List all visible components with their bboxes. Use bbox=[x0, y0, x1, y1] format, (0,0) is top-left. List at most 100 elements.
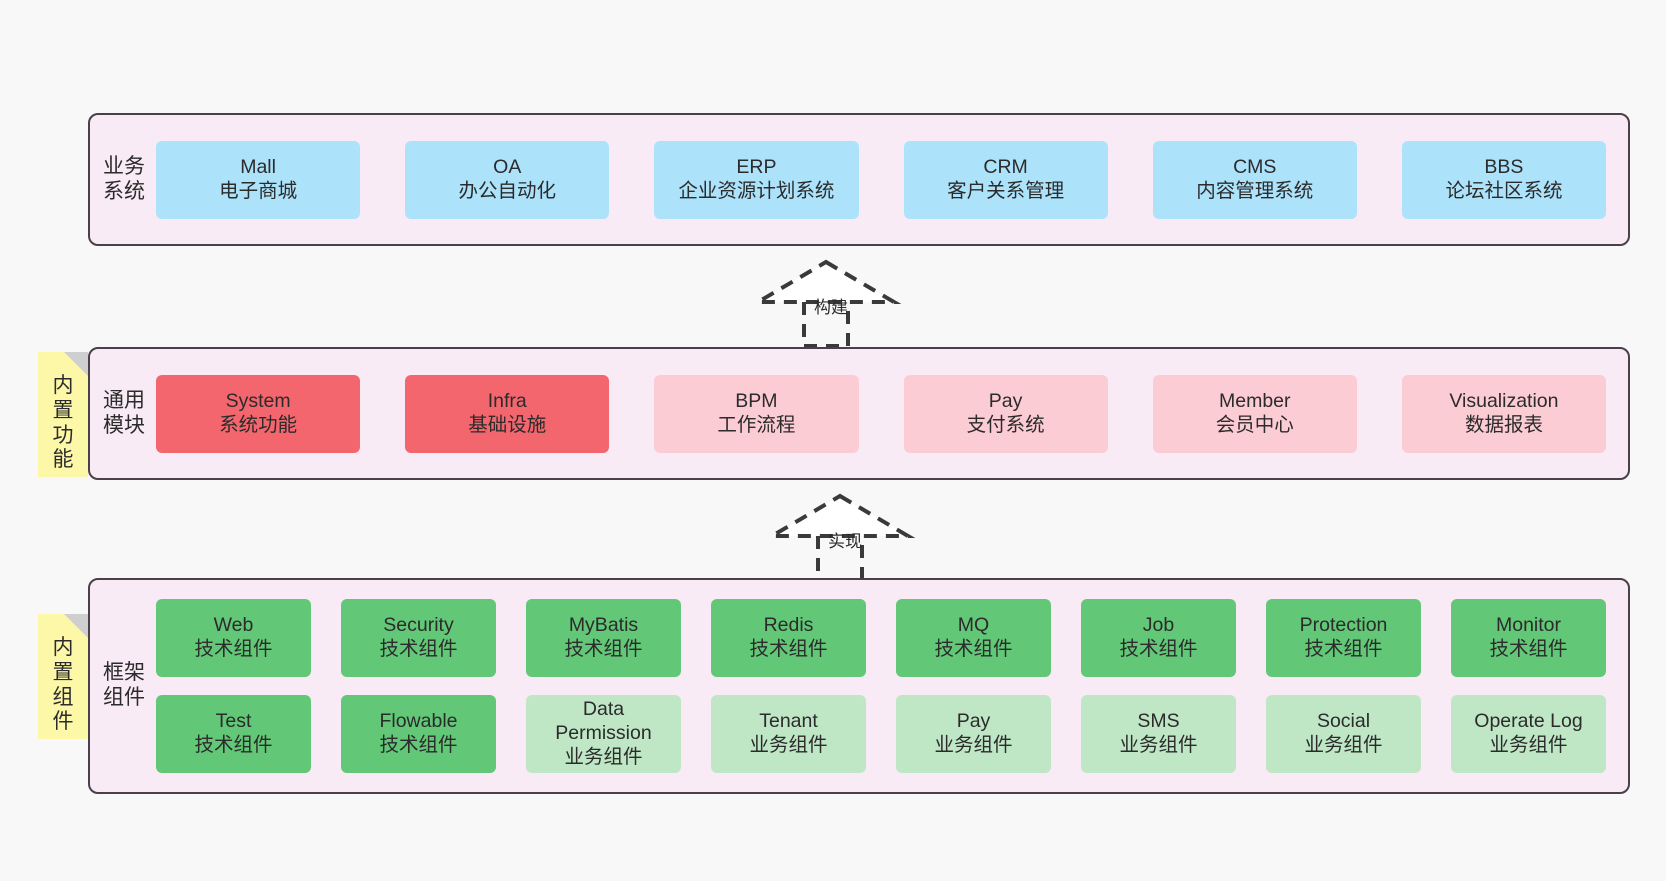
cell-desc: 业务组件 bbox=[1489, 734, 1568, 756]
cell-pay-business[interactable]: Pay 业务组件 bbox=[896, 695, 1051, 773]
connector-implement: 实现 bbox=[764, 490, 920, 582]
cell-name: Monitor bbox=[1495, 614, 1562, 637]
cell-desc: 基础设施 bbox=[468, 413, 547, 436]
cell-desc: 系统功能 bbox=[219, 413, 298, 436]
cell-name: Web bbox=[213, 614, 254, 637]
cell-pay[interactable]: Pay 支付系统 bbox=[903, 374, 1108, 453]
cell-desc: 企业资源计划系统 bbox=[678, 179, 835, 202]
cell-desc: 技术组件 bbox=[194, 734, 273, 756]
cell-desc: 客户关系管理 bbox=[947, 179, 1065, 202]
cell-desc: 支付系统 bbox=[966, 413, 1045, 436]
cell-name: Flowable bbox=[379, 710, 458, 733]
cell-desc: 业务组件 bbox=[1304, 734, 1383, 756]
layer-title-framework-components: 框架组件 bbox=[103, 661, 145, 709]
cell-desc: 技术组件 bbox=[934, 638, 1013, 660]
cell-crm[interactable]: CRM 客户关系管理 bbox=[903, 140, 1108, 219]
cell-flowable[interactable]: Flowable 技术组件 bbox=[341, 695, 496, 773]
cell-bpm[interactable]: BPM 工作流程 bbox=[654, 374, 859, 453]
cell-social[interactable]: Social 业务组件 bbox=[1266, 695, 1421, 773]
cell-cms[interactable]: CMS 内容管理系统 bbox=[1152, 140, 1357, 219]
cell-name: Social bbox=[1316, 710, 1371, 733]
cell-desc: 技术组件 bbox=[564, 638, 643, 660]
cell-name: Member bbox=[1219, 389, 1291, 412]
cell-tenant[interactable]: Tenant 业务组件 bbox=[711, 695, 866, 773]
cell-name: Test bbox=[215, 710, 252, 733]
layer-common-modules: 通用模块 System 系统功能 Infra 基础设施 BPM 工作流程 Pay… bbox=[88, 347, 1630, 480]
cell-desc: 业务组件 bbox=[749, 734, 828, 756]
cell-desc: 数据报表 bbox=[1464, 413, 1543, 436]
cell-job[interactable]: Job 技术组件 bbox=[1081, 599, 1236, 677]
cell-name: MQ bbox=[957, 614, 990, 637]
note-label: 内置组件 bbox=[52, 635, 74, 734]
cell-test[interactable]: Test 技术组件 bbox=[156, 695, 311, 773]
cell-monitor[interactable]: Monitor 技术组件 bbox=[1451, 599, 1606, 677]
cell-name: OA bbox=[493, 155, 522, 178]
cell-infra[interactable]: Infra 基础设施 bbox=[405, 374, 610, 453]
cell-mybatis[interactable]: MyBatis 技术组件 bbox=[526, 599, 681, 677]
cell-operate-log[interactable]: Operate Log 业务组件 bbox=[1451, 695, 1606, 773]
cell-bbs[interactable]: BBS 论坛社区系统 bbox=[1401, 140, 1607, 219]
connector-build-label: 构建 bbox=[814, 298, 848, 317]
cell-name: Pay bbox=[988, 389, 1023, 412]
connector-implement-label: 实现 bbox=[828, 532, 862, 551]
layer-body-business-systems: Mall 电子商城 OA 办公自动化 ERP 企业资源计划系统 CRM 客户关系… bbox=[146, 115, 1628, 244]
cell-name: BBS bbox=[1484, 155, 1524, 178]
cell-sms[interactable]: SMS 业务组件 bbox=[1081, 695, 1236, 773]
cell-oa[interactable]: OA 办公自动化 bbox=[405, 140, 610, 219]
cell-desc: 会员中心 bbox=[1215, 413, 1294, 436]
connector-build: 构建 bbox=[750, 256, 906, 348]
cell-row: System 系统功能 Infra 基础设施 BPM 工作流程 Pay 支付系统… bbox=[146, 374, 1628, 453]
cell-name: Security bbox=[383, 614, 454, 637]
layer-framework-components: 框架组件 Web 技术组件 Security 技术组件 MyBatis 技术组件… bbox=[88, 578, 1630, 794]
cell-name: Data Permission bbox=[555, 698, 652, 745]
cell-desc: 技术组件 bbox=[749, 638, 828, 660]
cell-name: Pay bbox=[956, 710, 991, 733]
cell-desc: 技术组件 bbox=[194, 638, 273, 660]
cell-name: SMS bbox=[1137, 710, 1180, 733]
cell-desc: 技术组件 bbox=[1489, 638, 1568, 660]
cell-mall[interactable]: Mall 电子商城 bbox=[156, 140, 361, 219]
cell-desc: 电子商城 bbox=[219, 179, 298, 202]
cell-system[interactable]: System 系统功能 bbox=[156, 374, 361, 453]
layer-title-business-systems: 业务系统 bbox=[103, 154, 145, 203]
cell-desc: 业务组件 bbox=[934, 734, 1013, 756]
cell-desc: 业务组件 bbox=[1119, 734, 1198, 756]
cell-name: MyBatis bbox=[568, 614, 639, 637]
cell-redis[interactable]: Redis 技术组件 bbox=[711, 599, 866, 677]
cell-desc: 技术组件 bbox=[379, 734, 458, 756]
cell-visualization[interactable]: Visualization 数据报表 bbox=[1401, 374, 1607, 453]
cell-desc: 内容管理系统 bbox=[1196, 179, 1314, 202]
cell-desc: 办公自动化 bbox=[458, 179, 557, 202]
note-builtin-features: 内置功能 bbox=[38, 352, 88, 477]
cell-row: Mall 电子商城 OA 办公自动化 ERP 企业资源计划系统 CRM 客户关系… bbox=[146, 140, 1628, 219]
cell-protection[interactable]: Protection 技术组件 bbox=[1266, 599, 1421, 677]
cell-name: Operate Log bbox=[1474, 710, 1583, 733]
cell-name: CRM bbox=[983, 155, 1028, 178]
cell-name: System bbox=[225, 389, 291, 412]
layer-body-common-modules: System 系统功能 Infra 基础设施 BPM 工作流程 Pay 支付系统… bbox=[146, 349, 1628, 478]
cell-name: Job bbox=[1142, 614, 1175, 637]
cell-desc: 工作流程 bbox=[717, 413, 796, 436]
cell-erp[interactable]: ERP 企业资源计划系统 bbox=[654, 140, 859, 219]
cell-mq[interactable]: MQ 技术组件 bbox=[896, 599, 1051, 677]
cell-name: Infra bbox=[487, 389, 527, 412]
cell-security[interactable]: Security 技术组件 bbox=[341, 599, 496, 677]
note-fold-corner-icon bbox=[64, 352, 88, 376]
cell-name: Tenant bbox=[759, 710, 818, 733]
cell-desc: 技术组件 bbox=[379, 638, 458, 660]
layer-title-common-modules: 通用模块 bbox=[103, 388, 145, 437]
note-label: 内置功能 bbox=[52, 373, 74, 472]
cell-name: CMS bbox=[1233, 155, 1277, 178]
cell-name: Visualization bbox=[1449, 389, 1559, 412]
cell-name: Protection bbox=[1299, 614, 1388, 637]
cell-member[interactable]: Member 会员中心 bbox=[1152, 374, 1357, 453]
cell-row: Test 技术组件 Flowable 技术组件 Data Permission … bbox=[146, 695, 1628, 773]
cell-data-permission[interactable]: Data Permission 业务组件 bbox=[526, 695, 681, 773]
cell-web[interactable]: Web 技术组件 bbox=[156, 599, 311, 677]
cell-desc: 技术组件 bbox=[1304, 638, 1383, 660]
cell-desc: 论坛社区系统 bbox=[1445, 179, 1563, 202]
cell-desc: 业务组件 bbox=[564, 745, 643, 768]
note-fold-corner-icon bbox=[64, 614, 88, 638]
cell-name: Mall bbox=[240, 155, 276, 178]
